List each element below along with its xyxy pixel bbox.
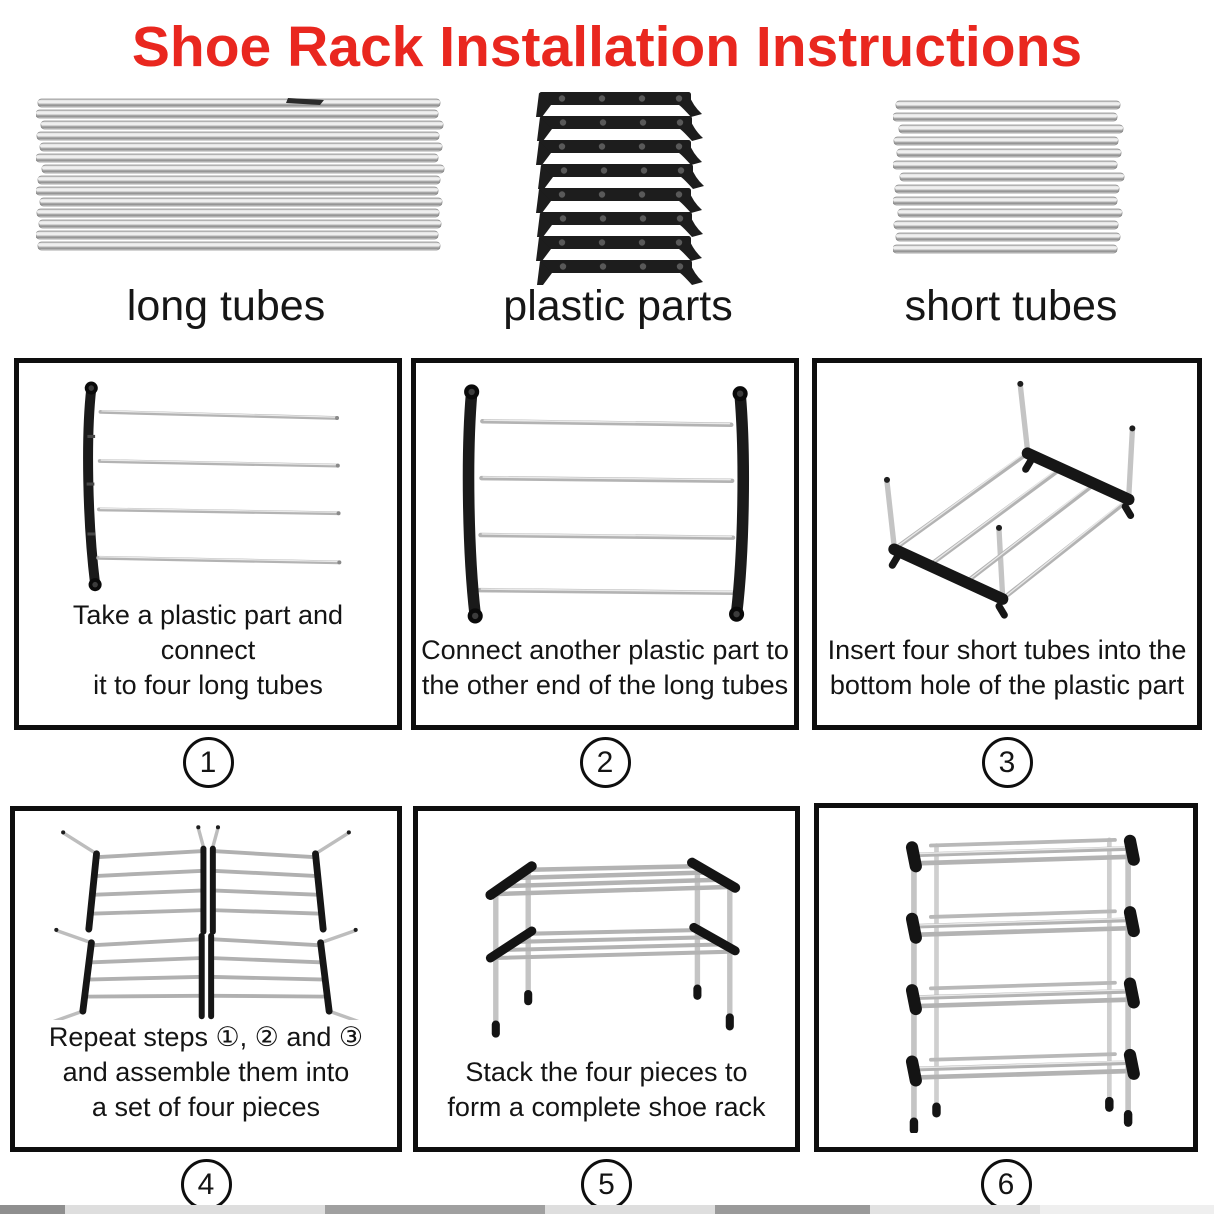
- step-5-box: Stack the four pieces to form a complete…: [413, 806, 800, 1152]
- step-2-number-badge: 2: [579, 737, 631, 788]
- step-3-number-badge: 3: [981, 737, 1033, 788]
- step-2-caption: Connect another plastic part to the othe…: [421, 634, 789, 700]
- step-5-illustration: [485, 857, 741, 1038]
- step-6: 6: [814, 803, 1198, 1210]
- step-1-caption: Take a plastic part and connect it to fo…: [72, 599, 344, 700]
- plastic-parts-label: plastic parts: [503, 282, 733, 330]
- step-1-box: Take a plastic part and connect it to fo…: [14, 358, 402, 730]
- step-6-box: [814, 803, 1198, 1152]
- step-5-number-badge: 5: [581, 1159, 632, 1210]
- step-3-box: Insert four short tubes into the bottom …: [812, 358, 1202, 730]
- step-6-number-badge: 6: [980, 1159, 1032, 1210]
- step-3-illustration: [883, 380, 1136, 619]
- page-title: Shoe Rack Installation Instructions: [131, 15, 1083, 79]
- short-tubes-label: short tubes: [904, 282, 1118, 330]
- step-3: Insert four short tubes into the bottom …: [812, 358, 1202, 788]
- long-tubes-image: [36, 98, 445, 251]
- step-1-illustration: [83, 381, 342, 592]
- plastic-parts-image: [536, 92, 704, 285]
- step-4: Repeat steps ①, ② and ③ and assemble the…: [10, 806, 402, 1210]
- step-1: Take a plastic part and connect it to fo…: [14, 358, 402, 788]
- step-4-caption: Repeat steps ①, ② and ③ and assemble the…: [48, 1021, 364, 1122]
- step-3-caption: Insert four short tubes into the bottom …: [827, 634, 1187, 700]
- short-tubes-image: [893, 100, 1125, 254]
- step-2: Connect another plastic part to the othe…: [411, 358, 799, 788]
- step-5-caption: Stack the four pieces to form a complete…: [447, 1056, 766, 1122]
- step-2-illustration: [462, 384, 750, 624]
- step-1-number-badge: 1: [182, 737, 234, 788]
- step-6-illustration: [905, 834, 1140, 1133]
- step-4-box: Repeat steps ①, ② and ③ and assemble the…: [10, 806, 402, 1152]
- step-4-number-badge: 4: [180, 1159, 232, 1210]
- step-4-illustration: [53, 825, 359, 1020]
- long-tubes-label: long tubes: [126, 282, 326, 330]
- bottom-edge-artifact: [0, 1205, 1214, 1214]
- step-2-box: Connect another plastic part to the othe…: [411, 358, 799, 730]
- step-5: Stack the four pieces to form a complete…: [413, 806, 800, 1210]
